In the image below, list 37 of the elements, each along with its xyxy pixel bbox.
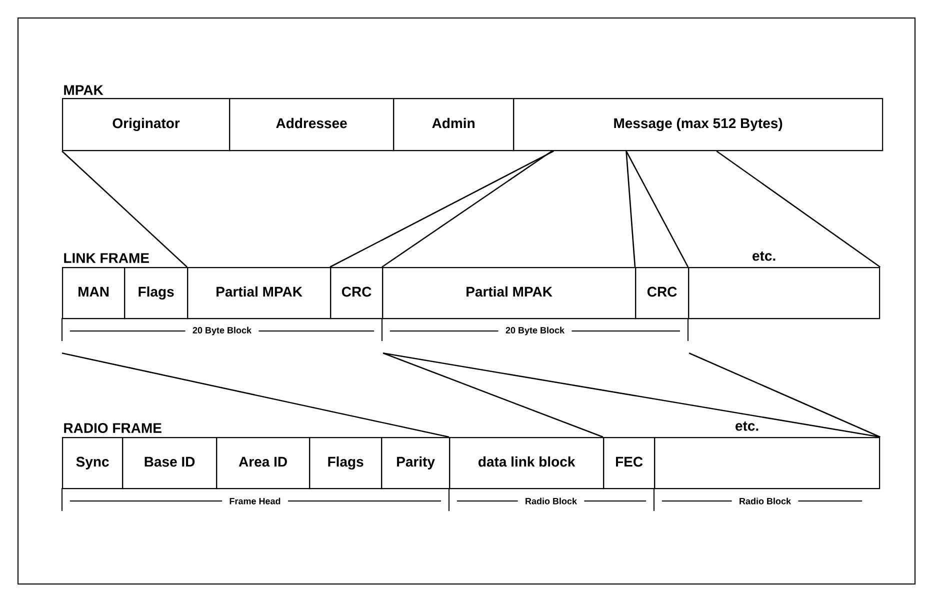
expansion-line bbox=[62, 352, 450, 438]
field-cell: FEC bbox=[603, 437, 656, 490]
field-cell: Flags bbox=[124, 267, 188, 320]
field-cell: Addressee bbox=[229, 98, 394, 152]
field-cell: Originator bbox=[62, 98, 230, 152]
expansion-line bbox=[382, 150, 552, 268]
expansion-line bbox=[626, 151, 636, 268]
dimension-label: 20 Byte Block bbox=[192, 326, 252, 336]
field-cell: CRC bbox=[330, 267, 384, 320]
expansion-line bbox=[382, 352, 604, 438]
field-cell: MAN bbox=[62, 267, 126, 320]
expansion-line bbox=[383, 352, 880, 438]
dimension-label: Frame Head bbox=[230, 498, 280, 504]
field-cell: CRC bbox=[635, 267, 690, 320]
etc-label: etc. bbox=[736, 422, 758, 431]
field-cell: Sync bbox=[62, 437, 124, 490]
field-cell: Partial MPAK bbox=[187, 267, 332, 320]
expansion-line bbox=[62, 150, 188, 268]
expansion-line bbox=[330, 150, 554, 268]
field-cell: Partial MPAK bbox=[382, 267, 636, 320]
empty-cell bbox=[654, 437, 880, 490]
row-title: RADIO FRAME bbox=[64, 423, 162, 433]
field-cell: Base ID bbox=[122, 437, 218, 490]
field-cell: Admin bbox=[393, 98, 514, 152]
field-cell: Flags bbox=[309, 437, 382, 490]
etc-label: etc. bbox=[752, 252, 776, 261]
dimension-label: Radio Block bbox=[526, 498, 578, 504]
empty-cell bbox=[688, 267, 880, 320]
row-title: LINK FRAME bbox=[64, 253, 149, 263]
expansion-line bbox=[626, 150, 689, 268]
field-cell: data link block bbox=[449, 437, 604, 490]
expansion-line bbox=[688, 352, 880, 438]
field-cell: Message (max 512 Bytes) bbox=[513, 98, 884, 152]
field-cell: Parity bbox=[381, 437, 450, 490]
expansion-line bbox=[716, 150, 880, 268]
dimension-label: Radio Block bbox=[740, 498, 792, 504]
field-cell: Area ID bbox=[216, 437, 310, 490]
